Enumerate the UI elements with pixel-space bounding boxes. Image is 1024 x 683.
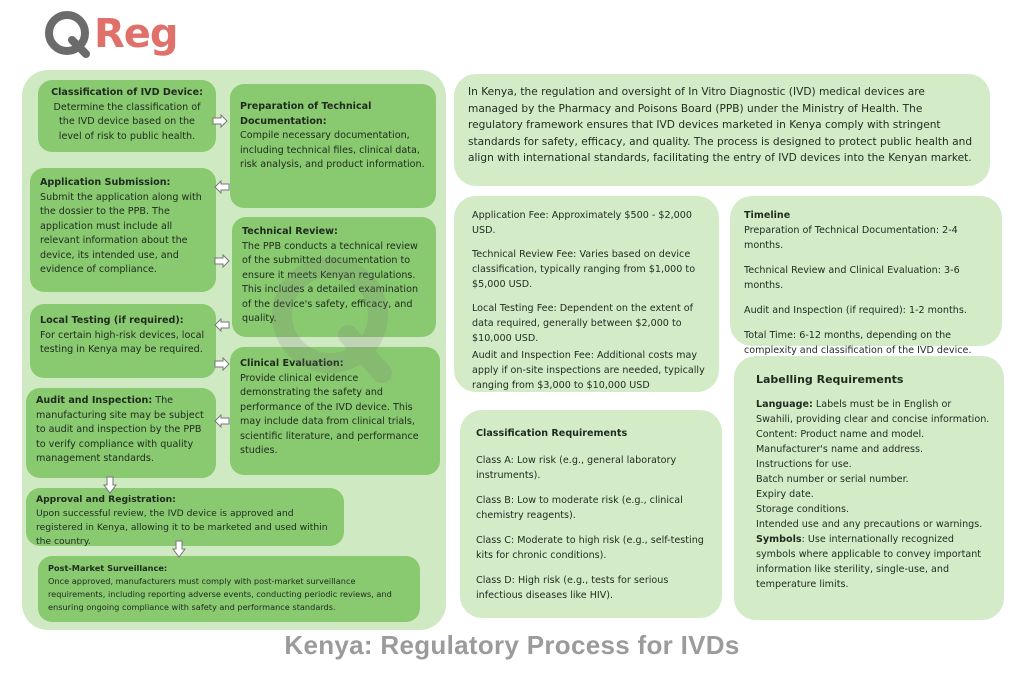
step-text: The manufacturing site may be subject to… (36, 395, 204, 464)
step-text: Determine the classification of the IVD … (53, 101, 201, 142)
step-text: Submit the application along with the do… (40, 191, 202, 276)
labelling-panel: Labelling Requirements Language: Labels … (734, 356, 1004, 620)
intro-panel: In Kenya, the regulation and oversight o… (454, 74, 990, 186)
fee-audit: Audit and Inspection Fee: Additional cos… (472, 350, 705, 391)
classification-title: Classification Requirements (476, 428, 628, 439)
step-text: For certain high-risk devices, local tes… (40, 329, 205, 356)
class-b: Class B: Low to moderate risk (e.g., cli… (476, 495, 683, 521)
labelling-intended: Intended use and any precautions or warn… (756, 519, 983, 530)
arrow-right-icon (214, 357, 230, 371)
fee-technical-review: Technical Review Fee: Varies based on de… (472, 249, 696, 290)
class-c: Class C: Moderate to high risk (e.g., se… (476, 535, 704, 561)
fees-panel: Application Fee: Approximately $500 - $2… (454, 196, 719, 392)
labelling-manufacturer: Manufacturer's name and address. (756, 444, 924, 455)
qreg-logo: Reg (42, 6, 202, 62)
step-text: Compile necessary documentation, includi… (240, 130, 425, 170)
watermark-logo (272, 257, 392, 383)
labelling-instructions: Instructions for use. (756, 459, 852, 470)
fee-application: Application Fee: Approximately $500 - $2… (472, 210, 692, 236)
labelling-storage: Storage conditions. (756, 504, 849, 515)
step-title: Audit and Inspection: (36, 395, 153, 406)
labelling-batch: Batch number or serial number. (756, 474, 909, 485)
arrow-right-icon (212, 114, 228, 128)
labelling-title: Labelling Requirements (756, 373, 904, 386)
step-title: Technical Review: (242, 226, 338, 237)
language-label: Language: (756, 399, 813, 410)
arrow-left-icon (214, 180, 230, 194)
labelling-language: Language: Labels must be in English or S… (756, 397, 990, 427)
fee-local-testing: Local Testing Fee: Dependent on the exte… (472, 303, 694, 344)
step-text: Once approved, manufacturers must comply… (48, 576, 392, 612)
step-local-testing: Local Testing (if required): For certain… (30, 304, 216, 378)
labelling-expiry: Expiry date. (756, 489, 814, 500)
step-title: Approval and Registration: (36, 494, 176, 505)
step-title: Clinical Evaluation: (240, 358, 344, 369)
timeline-panel: Timeline Preparation of Technical Docume… (730, 196, 1002, 356)
step-audit: Audit and Inspection: The manufacturing … (26, 388, 216, 478)
step-approval: Approval and Registration: Upon successf… (26, 488, 344, 546)
symbols-text: : Use internationally recognized symbols… (756, 534, 982, 590)
arrow-left-icon (214, 414, 230, 428)
step-classification: Classification of IVD Device: Determine … (38, 80, 216, 152)
timeline-title: Timeline (744, 210, 791, 221)
language-text: Labels must be in English or Swahili, pr… (756, 399, 990, 425)
step-text: Upon successful review, the IVD device i… (36, 508, 328, 546)
class-a: Class A: Low risk (e.g., general laborat… (476, 455, 677, 481)
step-technical-review: Technical Review: The PPB conducts a tec… (232, 217, 436, 337)
step-post-market: Post-Market Surveillance: Once approved,… (38, 556, 420, 622)
arrow-right-icon (214, 254, 230, 268)
step-text: The PPB conducts a technical review of t… (242, 240, 419, 325)
arrow-left-icon (214, 318, 230, 332)
timeline-review: Technical Review and Clinical Evaluation… (744, 265, 960, 291)
class-d: Class D: High risk (e.g., tests for seri… (476, 575, 669, 601)
timeline-audit: Audit and Inspection (if required): 1-2 … (744, 305, 967, 316)
step-title: Local Testing (if required): (40, 315, 184, 326)
step-preparation: Preparation of Technical Documentation: … (230, 84, 436, 208)
step-title: Post-Market Surveillance: (48, 563, 168, 573)
q-logo-mark (45, 11, 90, 58)
timeline-total: Total Time: 6-12 months, depending on th… (744, 330, 972, 356)
arrow-down-icon (103, 476, 117, 494)
intro-text: In Kenya, the regulation and oversight o… (468, 86, 973, 164)
symbols-label: Symbols (756, 534, 802, 545)
classification-panel: Classification Requirements Class A: Low… (460, 410, 722, 618)
step-title: Classification of IVD Device: (51, 87, 203, 98)
step-clinical-evaluation: Clinical Evaluation: Provide clinical ev… (230, 347, 440, 475)
step-text: Provide clinical evidence demonstrating … (240, 372, 419, 457)
timeline-prep: Preparation of Technical Documentation: … (744, 225, 958, 251)
arrow-down-icon (172, 540, 186, 558)
labelling-symbols: Symbols: Use internationally recognized … (756, 532, 990, 592)
labelling-content: Content: Product name and model. (756, 429, 925, 440)
step-application: Application Submission: Submit the appli… (30, 168, 216, 292)
logo-text: Reg (94, 11, 179, 57)
footer-title: Kenya: Regulatory Process for IVDs (284, 630, 740, 660)
step-title: Preparation of Technical Documentation: (240, 101, 372, 127)
step-title: Application Submission: (40, 177, 171, 188)
